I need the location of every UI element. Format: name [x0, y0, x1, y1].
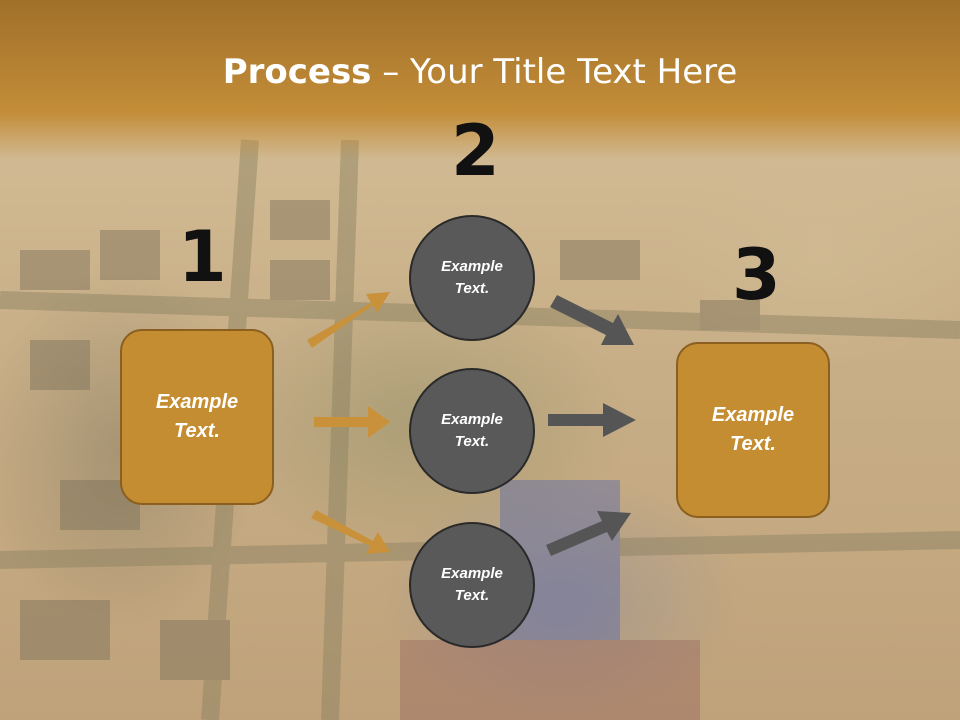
title-rest: – Your Title Text Here: [371, 52, 738, 92]
orange-arrows: [307, 292, 390, 554]
arrow-from-circle-3: [546, 511, 631, 556]
arrow-to-circle-1: [307, 292, 390, 348]
arrow-from-circle-1: [550, 295, 634, 345]
arrow-from-circle-2: [548, 403, 636, 437]
circle-2-line2: Text.: [454, 433, 490, 450]
circle-1-line1: Example: [441, 257, 503, 275]
arrow-to-circle-2: [314, 406, 390, 438]
circle-3-line2: Text.: [454, 587, 490, 604]
step-number-2: 2: [451, 110, 500, 192]
header-band: [0, 0, 960, 160]
circle-2-line1: Example: [441, 410, 503, 428]
step-number-3: 3: [732, 234, 781, 316]
box-start-line2: Text.: [174, 420, 220, 442]
title-bold: Process: [222, 52, 372, 92]
slide-title: Process – Your Title Text Here: [0, 52, 960, 92]
circle-3-line1: Example: [441, 564, 503, 582]
circle-1-line2: Text.: [454, 280, 490, 297]
arrow-to-circle-3: [311, 510, 390, 554]
step-number-1: 1: [178, 216, 227, 298]
gray-arrows: [546, 295, 636, 556]
box-end-line2: Text.: [730, 433, 776, 455]
box-start-line1: Example: [155, 391, 239, 413]
box-end-line1: Example: [711, 404, 795, 426]
